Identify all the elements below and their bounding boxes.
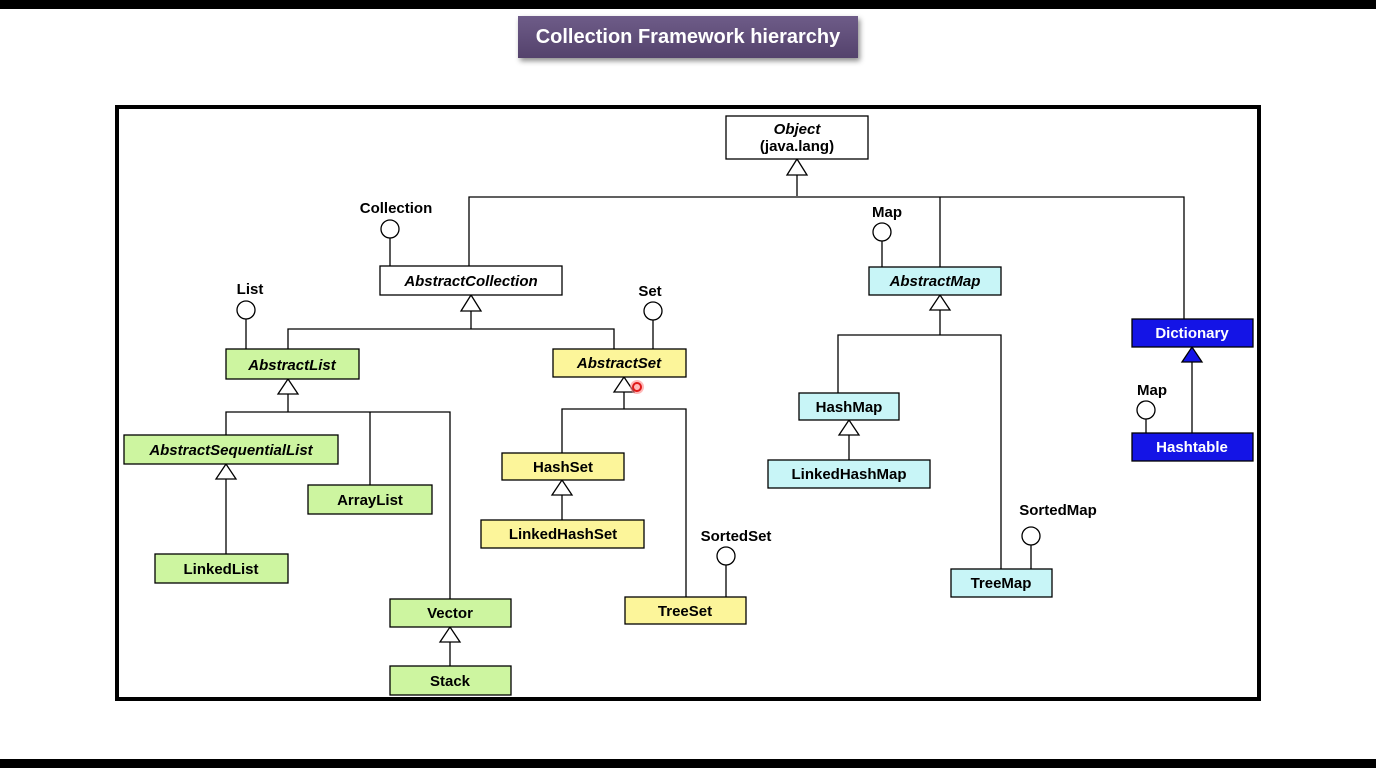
node-tree-map-label: TreeMap <box>971 575 1032 592</box>
node-dictionary-label: Dictionary <box>1155 325 1229 342</box>
node-abstract-set-label: AbstractSet <box>576 355 662 372</box>
hierarchy-diagram: .ln { stroke:#000; stroke-width:1.3; fil… <box>123 115 1254 696</box>
node-linked-hash-map: LinkedHashMap <box>767 459 931 489</box>
node-hash-set-label: HashSet <box>533 459 593 476</box>
connector-lines <box>225 175 1193 666</box>
node-linked-hash-set: LinkedHashSet <box>480 519 645 549</box>
collection-interface-icon <box>380 219 400 239</box>
node-hash-map: HashMap <box>798 392 900 421</box>
interface-label-set: Set <box>638 283 661 300</box>
hashtable-map-interface-icon <box>1136 400 1156 420</box>
node-abstract-collection-label: AbstractCollection <box>403 273 537 290</box>
node-abstract-list-label: AbstractList <box>247 357 337 374</box>
node-array-list-label: ArrayList <box>337 492 403 509</box>
node-stack-label: Stack <box>430 673 471 690</box>
node-vector-label: Vector <box>427 605 473 622</box>
interface-label-collection: Collection <box>360 200 433 217</box>
node-hash-set: HashSet <box>501 452 625 481</box>
interface-markers: Collection List Set SortedSet Map Sorted… <box>236 200 1167 566</box>
node-abstract-map: AbstractMap <box>868 266 1002 296</box>
interface-label-list: List <box>237 281 264 298</box>
node-tree-set-label: TreeSet <box>658 603 712 620</box>
sortedmap-interface-icon <box>1021 526 1041 546</box>
set-interface-icon <box>643 301 663 321</box>
interface-label-hashtable-map: Map <box>1137 382 1167 399</box>
node-object: Object (java.lang) <box>725 115 869 160</box>
diagram-frame: .ln { stroke:#000; stroke-width:1.3; fil… <box>115 105 1261 701</box>
bottom-bar <box>0 759 1376 768</box>
node-abstract-sequential-list-label: AbstractSequentialList <box>148 442 313 459</box>
top-bar <box>0 0 1376 9</box>
class-nodes: Object (java.lang) AbstractCollection Ab… <box>123 115 1254 696</box>
node-object-package: (java.lang) <box>760 138 834 155</box>
interface-label-sortedset: SortedSet <box>701 528 772 545</box>
interface-label-map: Map <box>872 204 902 221</box>
node-abstract-set: AbstractSet <box>552 348 687 378</box>
cursor-highlight <box>630 380 644 394</box>
sortedset-interface-icon <box>716 546 736 566</box>
list-interface-icon <box>236 300 256 320</box>
node-abstract-sequential-list: AbstractSequentialList <box>123 434 339 465</box>
node-linked-list: LinkedList <box>154 553 289 584</box>
inheritance-arrows <box>214 157 1204 643</box>
node-dictionary: Dictionary <box>1131 318 1254 348</box>
node-linked-hash-map-label: LinkedHashMap <box>791 466 906 483</box>
node-linked-hash-set-label: LinkedHashSet <box>509 526 617 543</box>
node-abstract-collection: AbstractCollection <box>379 265 563 296</box>
interface-label-sortedmap: SortedMap <box>1019 502 1097 519</box>
node-hashtable-label: Hashtable <box>1156 439 1228 456</box>
map-interface-icon <box>872 222 892 242</box>
node-hash-map-label: HashMap <box>816 399 883 416</box>
node-object-name: Object <box>774 121 822 138</box>
node-abstract-map-label: AbstractMap <box>889 273 981 290</box>
node-tree-set: TreeSet <box>624 596 747 625</box>
node-hashtable: Hashtable <box>1131 432 1254 462</box>
page-title: Collection Framework hierarchy <box>518 16 858 58</box>
node-array-list: ArrayList <box>307 484 433 515</box>
node-tree-map: TreeMap <box>950 568 1053 598</box>
node-vector: Vector <box>389 598 512 628</box>
node-stack: Stack <box>389 665 512 696</box>
node-linked-list-label: LinkedList <box>183 561 258 578</box>
node-abstract-list: AbstractList <box>225 348 360 380</box>
